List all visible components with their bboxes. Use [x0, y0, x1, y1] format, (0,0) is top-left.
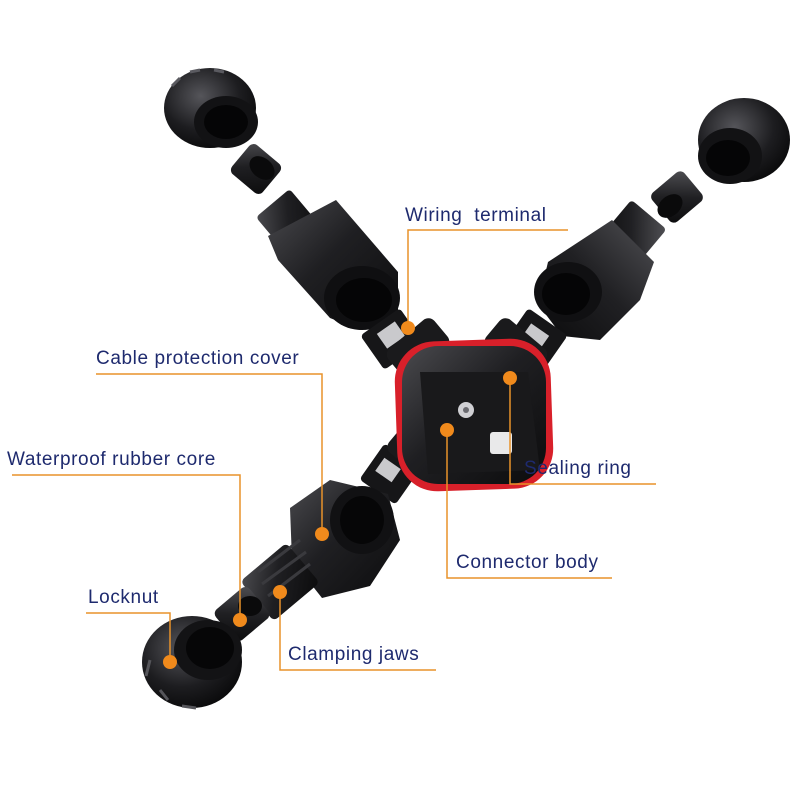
label-clamping-jaws: Clamping jaws [288, 644, 420, 665]
marker-dot-connector-body [440, 423, 454, 437]
upper-left-rubber-core [230, 144, 282, 194]
upper-left-protection-cover [268, 200, 400, 330]
marker-dot-clamping-jaws [273, 585, 287, 599]
leader-line-sealing-ring [509, 378, 656, 485]
label-locknut: Locknut [88, 587, 159, 608]
upper-right-rubber-core [651, 171, 703, 223]
marker-dot-locknut [163, 655, 177, 669]
marker-dot-waterproof-rubber-core [233, 613, 247, 627]
marker-dot-sealing-ring [503, 371, 517, 385]
label-wiring-terminal: Wiring terminal [405, 205, 547, 226]
leader-line-connector-body [446, 430, 612, 579]
leader-line-clamping-jaws [279, 592, 436, 671]
marker-dot-wiring-terminal [401, 321, 415, 335]
leader-line-waterproof-rubber-core [12, 474, 241, 620]
lower-left-locknut [142, 616, 242, 710]
label-waterproof-rubber-core: Waterproof rubber core [7, 449, 216, 470]
leader-line-wiring-terminal [407, 229, 568, 328]
label-connector-body: Connector body [456, 552, 599, 573]
upper-right-protection-cover [534, 220, 654, 340]
lower-left-protection-cover [290, 480, 400, 598]
leader-line-locknut [86, 612, 171, 662]
label-cable-protection-cover: Cable protection cover [96, 348, 300, 369]
label-sealing-ring: Sealing ring [524, 458, 632, 479]
leader-line-cable-protection-cover [96, 373, 323, 534]
marker-dots [163, 321, 517, 669]
marker-dot-cable-protection-cover [315, 527, 329, 541]
upper-right-locknut [698, 98, 790, 184]
upper-left-locknut [164, 68, 258, 148]
leader-lines [12, 229, 656, 671]
